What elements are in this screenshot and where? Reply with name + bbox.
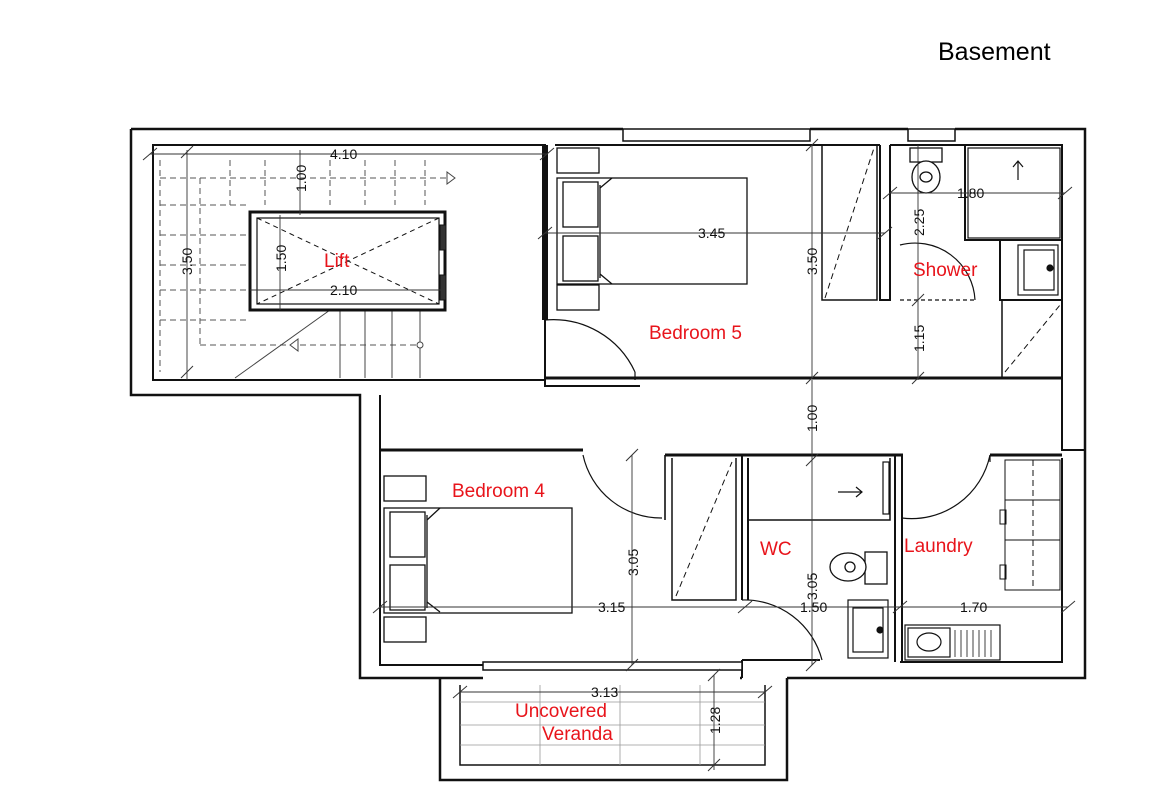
dimension-labels: 4.10 3.50 1.00 1.50 2.10 3.45 3.50 1.80 … — [179, 146, 987, 734]
dim-bed4-width: 3.15 — [598, 599, 625, 615]
dim-lift-width: 2.10 — [330, 282, 357, 298]
wardrobe-lines — [675, 147, 1061, 597]
bed-icon — [383, 475, 573, 643]
room-label-bedroom4: Bedroom 4 — [452, 481, 545, 502]
toilet-icon — [909, 147, 943, 194]
room-label-veranda-line2: Veranda — [542, 724, 613, 745]
dim-stair-width: 4.10 — [330, 146, 357, 162]
toilet-icon — [829, 551, 888, 585]
dim-veranda-depth: 1.28 — [707, 707, 723, 734]
dim-lift-depth: 1.50 — [273, 245, 289, 272]
dim-wc-width: 1.50 — [800, 599, 827, 615]
page-title: Basement — [938, 38, 1051, 66]
stairs — [159, 160, 455, 372]
dim-laundry-width: 1.70 — [960, 599, 987, 615]
room-label-laundry: Laundry — [904, 536, 973, 557]
door-swing-icon — [544, 242, 991, 661]
stove-icon — [904, 624, 1001, 661]
dim-stair-depth: 3.50 — [179, 248, 195, 275]
room-labels: Lift Bedroom 5 Shower Bedroom 4 WC Laund… — [324, 251, 978, 745]
bed-icon — [556, 147, 748, 311]
lift-shaft — [248, 210, 447, 312]
dimension-ticks — [142, 138, 1076, 772]
dim-stair-top: 1.00 — [293, 165, 309, 192]
dim-shower-width: 1.80 — [957, 185, 984, 201]
dim-wc-depth: 3.05 — [804, 573, 820, 600]
room-label-wc: WC — [760, 539, 792, 560]
stairs-solid — [234, 171, 456, 379]
dim-bed5-width: 3.45 — [698, 225, 725, 241]
room-label-lift: Lift — [324, 251, 350, 272]
windows — [482, 128, 956, 671]
dim-veranda-width: 3.13 — [591, 684, 618, 700]
dim-bed4-depth: 3.05 — [625, 549, 641, 576]
sink-icon — [1017, 244, 1059, 296]
room-label-bedroom5: Bedroom 5 — [649, 323, 742, 344]
sink-icon — [847, 599, 889, 659]
room-label-shower: Shower — [913, 260, 978, 281]
arrow-icon — [838, 461, 890, 515]
dim-shower-lower: 1.15 — [911, 325, 927, 352]
dimension-lines — [150, 145, 1068, 770]
dim-bed5-depth: 3.50 — [804, 248, 820, 275]
laundry-counter — [999, 459, 1061, 591]
dim-corridor: 1.00 — [804, 405, 820, 432]
room-label-veranda-line1: Uncovered — [515, 701, 607, 722]
dim-shower-depth: 2.25 — [911, 209, 927, 236]
